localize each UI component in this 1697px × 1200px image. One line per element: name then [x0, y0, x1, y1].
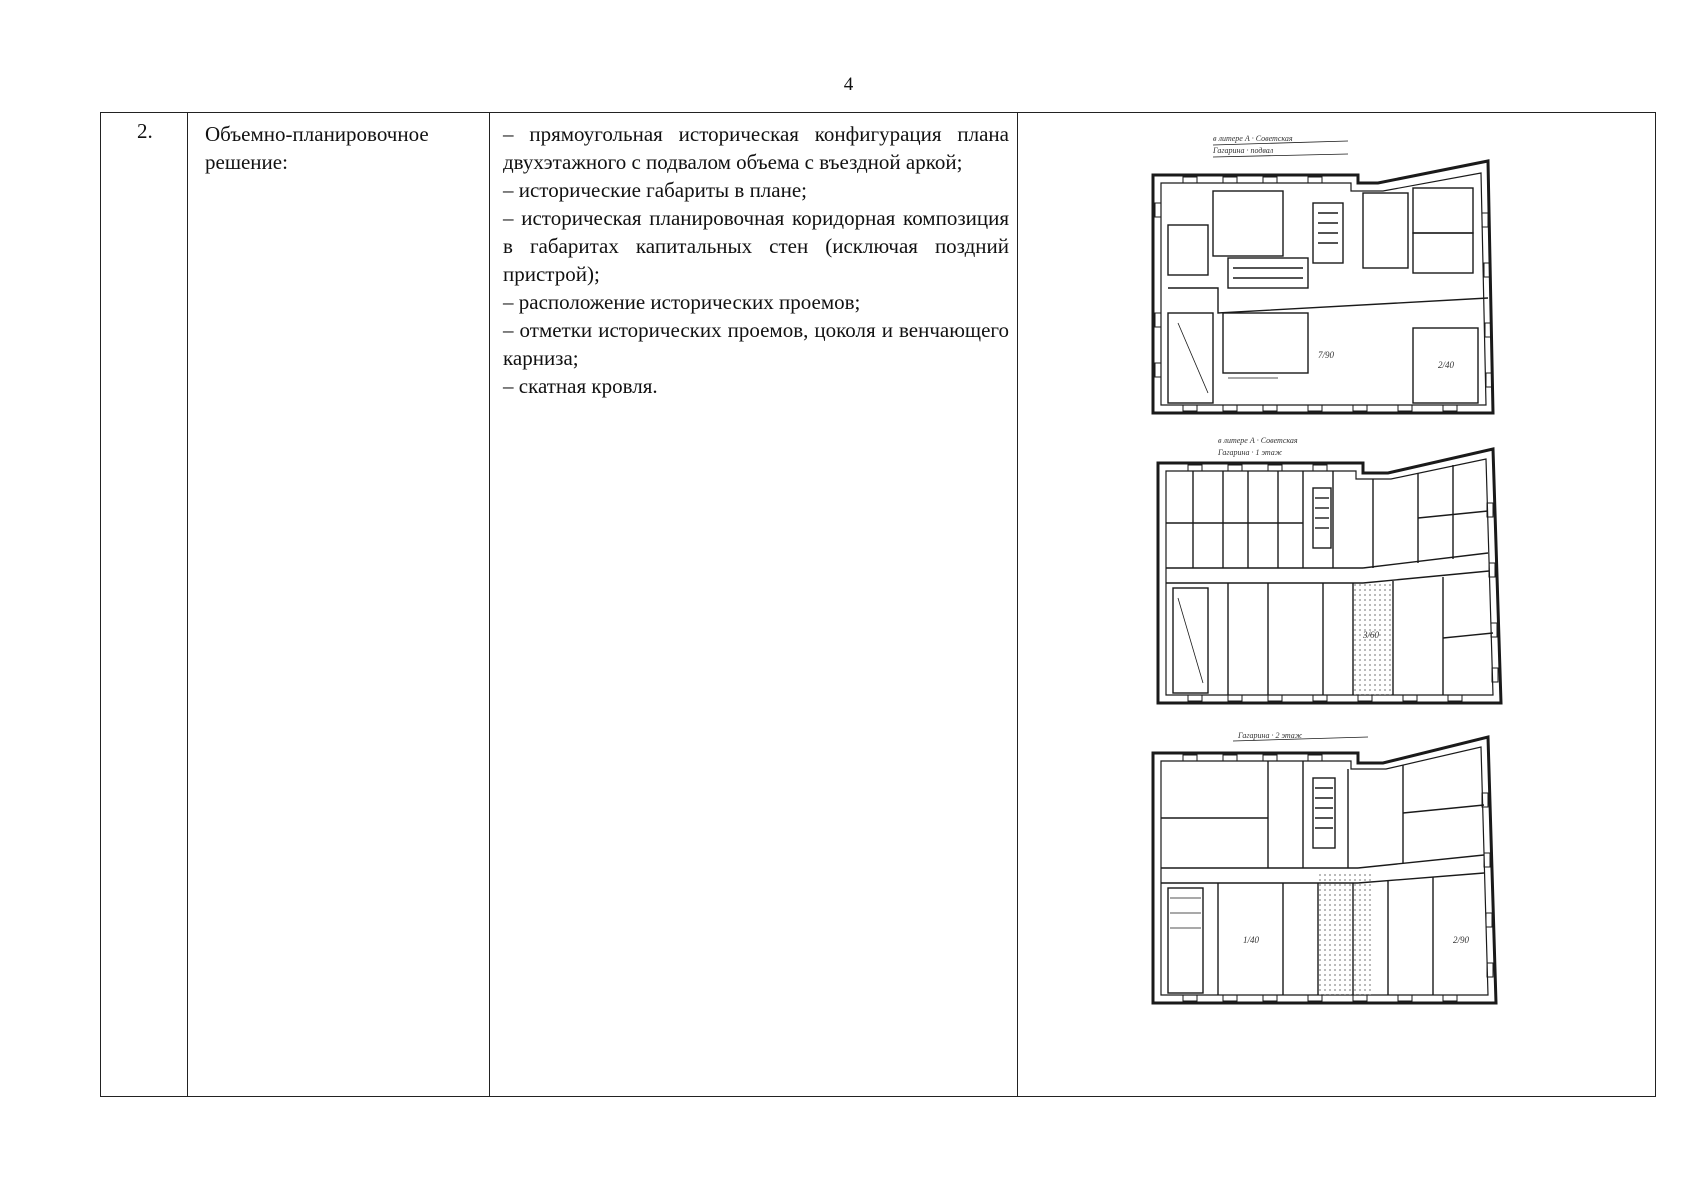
svg-text:в литере А · Советская: в литере А · Советская	[1218, 436, 1298, 445]
section-title: Объемно-планировочное решение:	[205, 122, 429, 174]
feature-item: – скатная кровля.	[503, 374, 658, 398]
page-number: 4	[843, 74, 854, 95]
feature-item: – расположение исторических проемов;	[503, 290, 861, 314]
description-cell: – прямоугольная историческая конфигураци…	[489, 112, 1017, 1097]
svg-text:1/40: 1/40	[1243, 935, 1260, 945]
floor-plans-cell: в литере А · Советская Гагарина · подвал	[1017, 112, 1656, 1097]
floor-plan-second-floor: Гагарина · 2 этаж	[1151, 731, 1498, 1005]
row-number-cell: 2.	[100, 112, 187, 1097]
floor-plan-basement: в литере А · Советская Гагарина · подвал	[1151, 134, 1495, 415]
feature-item: – историческая планировочная коридорная …	[503, 206, 1009, 286]
svg-text:в литере А · Советская: в литере А · Советская	[1213, 134, 1293, 143]
svg-text:Гагарина · подвал: Гагарина · подвал	[1212, 146, 1274, 155]
row-number: 2.	[137, 119, 153, 143]
protected-features-list: – прямоугольная историческая конфигураци…	[503, 120, 1009, 400]
svg-text:2/40: 2/40	[1438, 360, 1455, 370]
section-title-cell: Объемно-планировочное решение:	[187, 112, 489, 1097]
svg-text:3/60: 3/60	[1362, 630, 1380, 640]
floor-plan-first-floor: в литере А · Советская Гагарина · 1 этаж	[1156, 436, 1503, 705]
svg-text:2/90: 2/90	[1453, 935, 1470, 945]
svg-text:7/90: 7/90	[1318, 350, 1335, 360]
svg-text:Гагарина · 2 этаж: Гагарина · 2 этаж	[1237, 731, 1303, 740]
feature-item: – прямоугольная историческая конфигураци…	[503, 122, 1009, 174]
feature-item: – исторические габариты в плане;	[503, 178, 807, 202]
svg-text:Гагарина · 1 этаж: Гагарина · 1 этаж	[1217, 448, 1283, 457]
heritage-table: 2. Объемно-планировочное решение: – прям…	[100, 112, 1656, 1097]
floor-plans-figure: в литере А · Советская Гагарина · подвал	[1151, 134, 1503, 1005]
feature-item: – отметки исторических проемов, цоколя и…	[503, 318, 1009, 370]
